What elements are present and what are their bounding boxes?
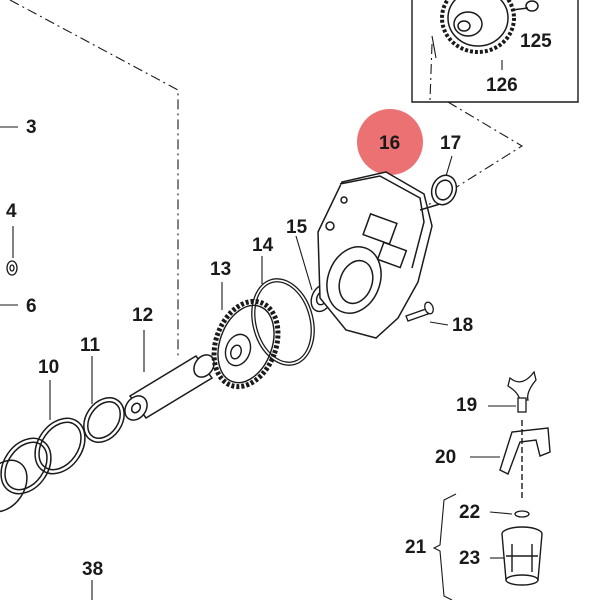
label-part-12: 12: [132, 305, 154, 326]
part-17-seal-icon: [430, 174, 458, 206]
label-part-22: 22: [459, 502, 481, 523]
label-part-16: 16: [379, 133, 401, 154]
part-13-gear-icon: [211, 298, 281, 390]
part-4-washer-icon: [6, 260, 18, 276]
inset-gear-icon: [440, 0, 539, 54]
highlight-circle: [357, 109, 423, 175]
label-part-10: 10: [38, 357, 60, 378]
leader-lines: [0, 35, 516, 600]
part-20-clamp-icon: [499, 420, 551, 500]
label-part-15: 15: [286, 217, 308, 238]
label-part-126: 126: [486, 75, 518, 96]
part-11-ring-icon: [83, 397, 125, 443]
label-part-4: 4: [6, 201, 17, 222]
label-part-17: 17: [440, 133, 462, 154]
label-part-13: 13: [210, 259, 232, 280]
label-part-11: 11: [80, 335, 101, 356]
part-22-ring-icon: [514, 510, 530, 518]
label-part-20: 20: [435, 447, 457, 468]
label-part-21: 21: [405, 537, 427, 558]
label-part-3: 3: [26, 117, 37, 138]
label-part-38: 38: [82, 559, 104, 580]
label-part-18: 18: [452, 315, 474, 336]
label-part-14: 14: [252, 235, 274, 256]
part-19-wing-screw-icon: [507, 370, 537, 413]
label-part-6: 6: [26, 296, 37, 317]
part-10-rings-icon: [0, 417, 86, 513]
label-part-23: 23: [459, 548, 481, 569]
label-part-125: 125: [520, 31, 552, 52]
part-12-shaft-icon: [124, 347, 233, 421]
part-23-fitting-icon: [501, 526, 543, 586]
inset-box: [411, 0, 579, 103]
label-part-19: 19: [456, 395, 478, 416]
part-18-bolt-icon: [405, 301, 434, 322]
part-16-housing-icon: [317, 171, 441, 339]
part-14-oring-icon: [251, 278, 315, 366]
